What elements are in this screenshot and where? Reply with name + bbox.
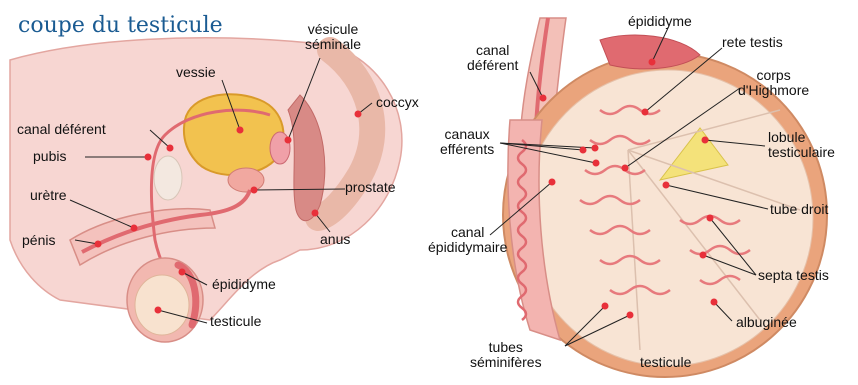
marker-rete — [642, 109, 649, 116]
marker-canal-def-r — [540, 95, 547, 102]
marker-coccyx — [355, 111, 362, 118]
marker-albuginee — [711, 299, 718, 306]
marker-canaux-3 — [593, 160, 600, 167]
marker-anus — [312, 210, 319, 217]
label-testicule-left: testicule — [210, 314, 261, 329]
marker-pubis — [145, 154, 152, 161]
marker-epididyme-l — [179, 269, 186, 276]
marker-prostate — [251, 187, 258, 194]
sagittal-section — [10, 38, 402, 342]
marker-epididyme-r — [649, 59, 656, 66]
marker-uretre — [131, 225, 138, 232]
label-pubis: pubis — [33, 149, 66, 164]
label-epididyme-left: épididyme — [212, 277, 276, 292]
marker-lobule — [702, 137, 709, 144]
marker-septa-1 — [707, 215, 714, 222]
marker-penis — [95, 241, 102, 248]
marker-vesicule — [285, 137, 292, 144]
marker-corps — [622, 165, 629, 172]
testis-left — [135, 275, 189, 335]
marker-tube-droit — [663, 182, 670, 189]
marker-septa-2 — [700, 252, 707, 259]
bladder — [184, 94, 284, 175]
label-coccyx: coccyx — [376, 95, 419, 110]
marker-canal-epi — [549, 179, 556, 186]
label-testicule-right: testicule — [640, 355, 691, 370]
figure-title: coupe du testicule — [18, 13, 223, 38]
label-uretre: urètre — [30, 188, 67, 203]
marker-testicule-l — [155, 307, 162, 314]
marker-vessie — [237, 127, 244, 134]
label-prostate: prostate — [345, 180, 396, 195]
label-septa-testis: septa testis — [758, 268, 829, 283]
label-canal-deferent-left: canal déférent — [17, 122, 106, 137]
label-epididyme-right: épididyme — [628, 14, 692, 29]
label-rete-testis: rete testis — [722, 35, 783, 50]
marker-canal-def-l — [167, 145, 174, 152]
marker-tubes-sem-2 — [627, 312, 634, 319]
label-vessie: vessie — [176, 65, 216, 80]
label-albuginee: albuginée — [736, 315, 797, 330]
label-anus: anus — [320, 232, 350, 247]
marker-canaux-2 — [592, 145, 599, 152]
prostate-gland — [228, 168, 264, 192]
marker-canaux-1 — [580, 147, 587, 154]
label-penis: pénis — [22, 233, 55, 248]
label-tube-droit: tube droit — [770, 202, 828, 217]
marker-tubes-sem-1 — [602, 303, 609, 310]
pubic-bone — [154, 156, 182, 200]
